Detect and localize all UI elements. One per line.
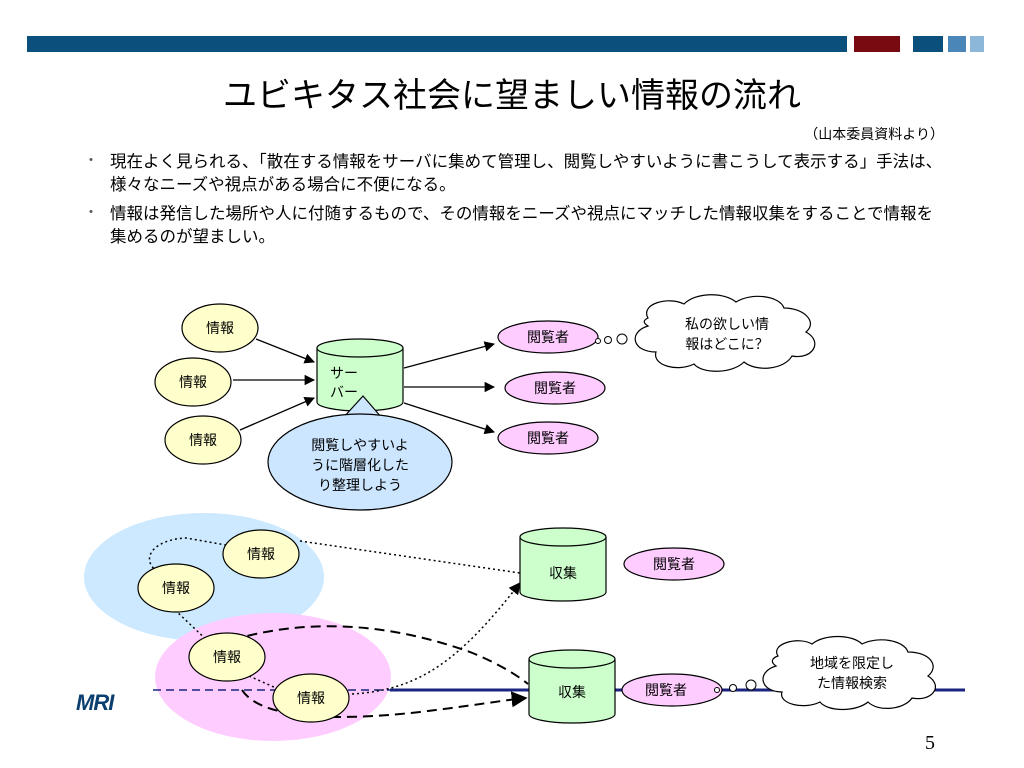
viewer-label: 閲覧者: [527, 430, 569, 447]
thought-dot: [595, 338, 601, 344]
viewer-label: 閲覧者: [645, 682, 687, 699]
info-node: 情報: [137, 563, 215, 613]
accent-square-lightblue-1: [948, 36, 966, 52]
title-bar-stripe: [27, 36, 847, 52]
thought-text: 報はどこに？: [685, 337, 769, 353]
info-node: 情報: [154, 357, 232, 407]
arrow-info-to-server: [255, 338, 315, 364]
dotted-arrow: [351, 582, 521, 695]
viewer-label: 閲覧者: [653, 556, 695, 573]
collect-cylinder: 収集: [528, 649, 616, 724]
callout-text: 閲覧しやすいよ: [311, 437, 409, 454]
info-node: 情報: [188, 632, 266, 682]
accent-square-lightblue-2: [970, 36, 984, 52]
thought-text: 地域を限定し: [810, 656, 894, 672]
callout-bubble: 閲覧しやすいよ うに階層化した り整理しよう: [267, 395, 453, 511]
bullet-text: 情報は発信した場所や人に付随するもので、その情報をニーズや視点にマッチした情報収…: [110, 204, 934, 246]
viewer-label: 閲覧者: [534, 380, 576, 397]
callout-text: り整理しよう: [318, 478, 402, 494]
accent-square-red: [854, 36, 900, 52]
callout-text: うに階層化した: [311, 458, 409, 474]
bullet-list: ・ 現在よく見られる、「散在する情報をサーバに集めて管理し、閲覧しやすいように書…: [84, 150, 944, 254]
bullet-item: ・ 現在よく見られる、「散在する情報をサーバに集めて管理し、閲覧しやすいように書…: [84, 150, 944, 196]
dotted-link: [174, 609, 213, 646]
info-node: 情報: [181, 303, 259, 353]
thought-dot: [604, 336, 612, 344]
collect-label: 収集: [558, 684, 586, 701]
thought-dot: [729, 684, 737, 692]
thought-text: 私の欲しい情: [685, 317, 769, 333]
info-node: 情報: [222, 529, 300, 579]
viewer-node: 閲覧者: [621, 673, 723, 707]
bullet-text: 現在よく見られる、「散在する情報をサーバに集めて管理し、閲覧しやすいように書こう…: [110, 152, 943, 194]
arrow-info-to-server: [239, 396, 315, 431]
bullet-item: ・ 情報は発信した場所や人に付随するもので、その情報をニーズや視点にマッチした情…: [84, 202, 944, 248]
bullet-marker: ・: [84, 153, 98, 169]
company-logo: MRI: [76, 690, 114, 715]
info-node: 情報: [164, 415, 242, 465]
server-label: サー: [330, 366, 358, 382]
thought-cloud: 私の欲しい情 報はどこに？: [634, 294, 816, 372]
viewer-node: 閲覧者: [504, 371, 606, 405]
thought-dot: [714, 687, 720, 693]
bullet-marker: ・: [84, 205, 98, 221]
thought-dot: [745, 679, 757, 691]
dashed-arrow: [241, 689, 528, 718]
info-node-label: 情報: [179, 375, 207, 391]
slide-title: ユビキタス社会に望ましい情報の流れ: [223, 76, 801, 116]
info-node-label: 情報: [247, 547, 275, 563]
page-number: 5: [925, 732, 935, 754]
info-node-label: 情報: [297, 691, 325, 707]
viewer-node: 閲覧者: [497, 320, 599, 354]
viewer-label: 閲覧者: [527, 329, 569, 346]
arrow-server-to-viewer: [403, 341, 496, 369]
viewer-node: 閲覧者: [497, 421, 599, 455]
collect-label: 収集: [549, 565, 577, 582]
source-note: （山本委員資料より）: [804, 127, 944, 143]
thought-cloud: 地域を限定し た情報検索: [762, 635, 936, 711]
server-cylinder: サー バー: [316, 338, 404, 412]
info-node-label: 情報: [189, 433, 217, 449]
server-label: バー: [330, 385, 358, 401]
dashed-link: [231, 625, 529, 685]
accent-square-blue: [913, 36, 943, 52]
dotted-link: [299, 540, 521, 574]
thought-dot: [616, 333, 628, 345]
info-node: 情報: [272, 673, 350, 723]
info-node-label: 情報: [162, 581, 190, 597]
collect-cylinder: 収集: [519, 527, 607, 602]
arrow-server-to-viewer: [403, 402, 495, 435]
viewer-node: 閲覧者: [623, 547, 725, 581]
info-node-label: 情報: [213, 650, 241, 666]
region-pink: [155, 613, 391, 741]
thought-text: た情報検索: [817, 675, 887, 692]
info-node-label: 情報: [206, 321, 234, 337]
